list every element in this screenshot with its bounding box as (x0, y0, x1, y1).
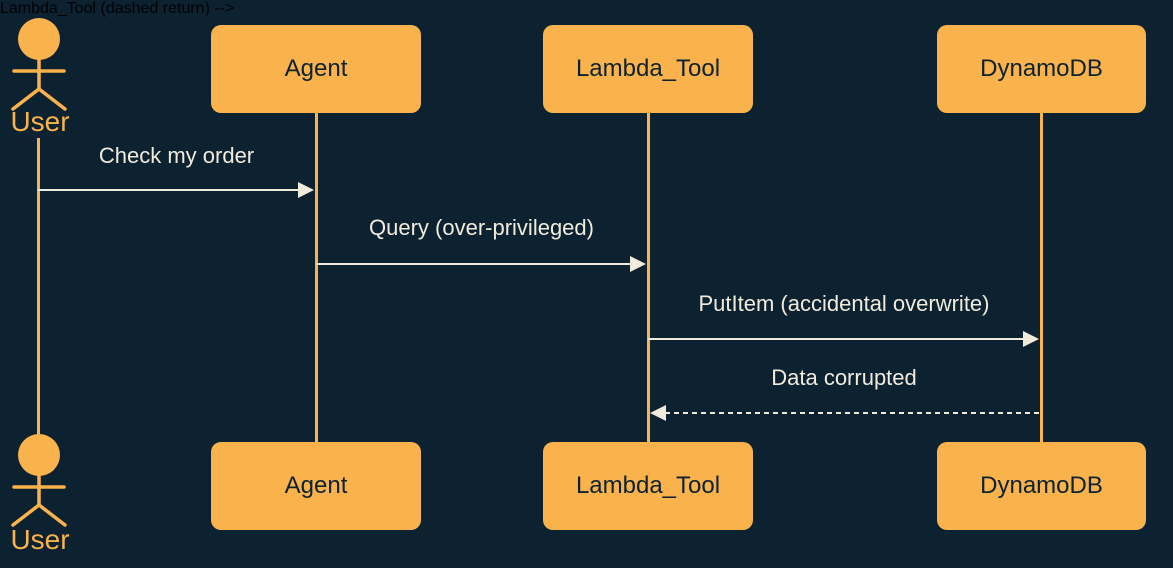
participant-label: Lambda_Tool (575, 472, 721, 499)
participant-label: Agent (284, 472, 348, 499)
message-label-putitem-accidental-overwrite: PutItem (accidental overwrite) (698, 291, 990, 316)
actor-label-user-bottom: User (10, 524, 70, 555)
participant-box-agent-bottom: Agent (211, 442, 421, 530)
participant-box-dynamodb-top: DynamoDB (937, 25, 1146, 113)
participant-label: DynamoDB (980, 55, 1103, 82)
message-label-data-corrupted: Data corrupted (771, 365, 917, 390)
message-arrow-data-corrupted (665, 412, 1040, 414)
lifeline-user (36, 138, 40, 436)
arrowhead-right-icon (1023, 331, 1039, 347)
message-arrow-query-over-privileged (316, 263, 632, 265)
participant-label: DynamoDB (980, 472, 1103, 499)
message-label-check-my-order: Check my order (98, 143, 255, 168)
participant-label: Agent (284, 55, 348, 82)
participant-box-agent-top: Agent (211, 25, 421, 113)
arrowhead-right-icon (630, 256, 646, 272)
participant-box-dynamodb-bottom: DynamoDB (937, 442, 1146, 530)
actor-label-user-top: User (10, 106, 70, 137)
user-stick-figure-icon (11, 434, 67, 527)
message-arrow-putitem-accidental-overwrite (648, 338, 1025, 340)
participant-box-lambda-tool-top: Lambda_Tool (543, 25, 753, 113)
user-stick-figure-icon (11, 18, 67, 111)
arrowhead-left-icon (650, 405, 666, 421)
arrowhead-right-icon (298, 182, 314, 198)
message-label-query-over-privileged: Query (over-privileged) (369, 215, 594, 240)
lifeline-agent (314, 112, 318, 442)
participant-box-lambda-tool-bottom: Lambda_Tool (543, 442, 753, 530)
message-arrow-check-my-order (38, 189, 300, 191)
lifeline-lambda-tool (646, 112, 650, 442)
participant-label: Lambda_Tool (575, 55, 721, 82)
lifeline-dynamodb (1039, 112, 1043, 442)
